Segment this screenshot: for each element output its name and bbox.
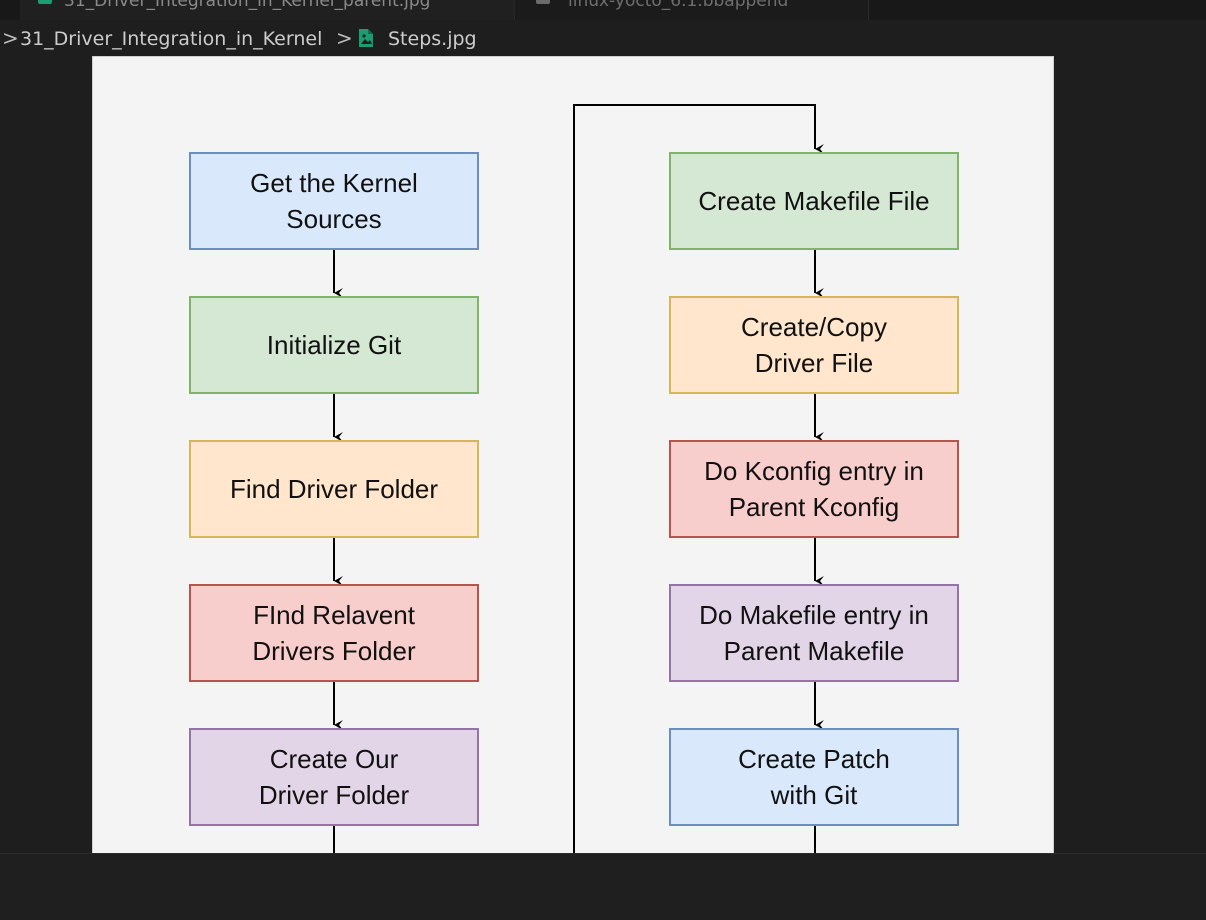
flow-step: Create Our Driver Folder [189,728,479,826]
flow-step: Create/Copy Driver File [669,296,959,394]
tab-label: 31_Driver_Integration_in_Kernel_parent.j… [64,0,431,11]
breadcrumb: > 31_Driver_Integration_in_Kernel > Step… [0,22,1206,56]
breadcrumb-folder[interactable]: 31_Driver_Integration_in_Kernel [20,28,323,50]
image-preview: Get the Kernel Sources Initialize Git Fi… [92,56,1054,856]
editor-tab-bar: 31_Driver_Integration_in_Kernel_parent.j… [0,0,1206,20]
bottom-panel [0,853,1206,920]
tab-label: linux-yocto_6.1.bbappend [568,0,789,11]
arrow-connector [573,104,824,855]
flow-step: Initialize Git [189,296,479,394]
tab-parent-image[interactable]: 31_Driver_Integration_in_Kernel_parent.j… [20,0,515,20]
file-icon [536,0,550,4]
image-file-icon [38,0,52,4]
tab-bbappend[interactable]: linux-yocto_6.1.bbappend [516,0,869,20]
flow-step: Do Makefile entry in Parent Makefile [669,584,959,682]
breadcrumb-file[interactable]: Steps.jpg [388,28,477,50]
flow-step: Find Driver Folder [189,440,479,538]
flow-step: Do Kconfig entry in Parent Kconfig [669,440,959,538]
flow-step: Create Patch with Git [669,728,959,826]
chevron-right-icon: > [2,26,19,50]
flowchart-connectors [333,104,824,855]
flow-step: Create Makefile File [669,152,959,250]
flow-step: Get the Kernel Sources [189,152,479,250]
chevron-right-icon: > [336,26,353,50]
image-file-icon [359,29,373,47]
flow-step: FInd Relavent Drivers Folder [189,584,479,682]
